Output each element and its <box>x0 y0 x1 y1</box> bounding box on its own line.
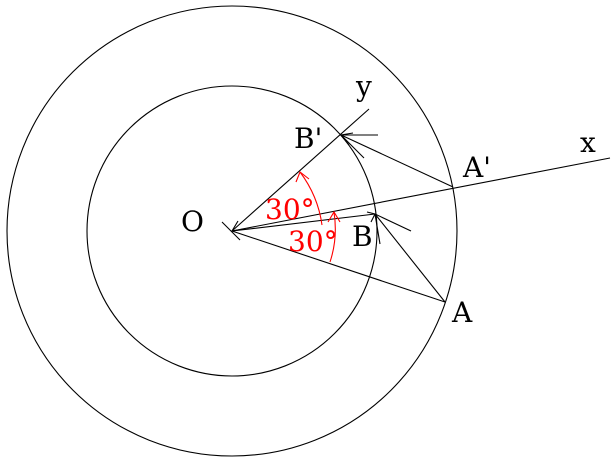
segment-a-b <box>374 213 446 303</box>
tick-b-horizontal <box>374 213 412 232</box>
origin-arrowhead-icon <box>230 220 245 232</box>
lower-angle-arrowhead-icon <box>327 210 341 223</box>
segment-o-a <box>231 230 446 303</box>
tick-b-prime-vertical <box>340 134 365 159</box>
segment-a-prime-b-prime <box>340 134 454 188</box>
x-axis <box>231 157 611 232</box>
segment-o-b <box>231 213 376 232</box>
outer-circle <box>6 5 458 457</box>
label-point-a-prime: A' <box>462 151 491 184</box>
label-origin: O <box>181 205 204 238</box>
label-point-a: A <box>451 296 473 329</box>
label-x-axis: x <box>580 126 596 159</box>
inner-circle <box>86 85 378 377</box>
y-axis <box>231 108 370 232</box>
label-point-b: B <box>352 220 373 253</box>
b-arrowhead-icon <box>366 211 376 223</box>
label-point-b-prime: B' <box>294 122 322 155</box>
label-y-axis: y <box>355 70 372 103</box>
label-lower-angle: 30° <box>288 225 338 258</box>
b-prime-arrowhead-icon <box>339 132 354 146</box>
upper-angle-arrowhead-icon <box>295 171 310 183</box>
upper-angle-arc <box>299 171 323 226</box>
tick-b-vertical <box>374 213 381 245</box>
lower-angle-arc <box>329 211 336 263</box>
label-upper-angle: 30° <box>265 193 315 226</box>
origin-tick <box>221 221 241 241</box>
